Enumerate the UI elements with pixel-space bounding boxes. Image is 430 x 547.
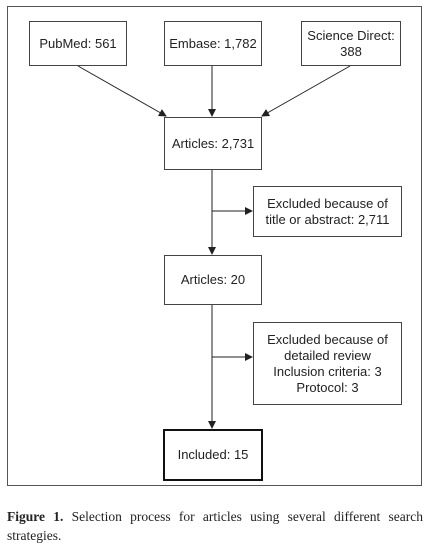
figure-frame — [7, 6, 422, 486]
included-box: Included: 15 — [163, 429, 263, 481]
arrow-pubmed-to-articles — [77, 65, 167, 117]
articles-initial-box: Articles: 2,731 — [164, 117, 262, 170]
excluded-title-abstract-label: Excluded because of title or abstract: 2… — [265, 195, 390, 227]
pubmed-box: PubMed: 561 — [29, 21, 127, 66]
articles-initial-label: Articles: 2,731 — [171, 135, 255, 151]
science-direct-label: Science Direct: 388 — [307, 27, 395, 59]
caption-text: Selection process for articles using sev… — [7, 509, 423, 543]
articles-after-box: Articles: 20 — [164, 255, 262, 305]
embase-box: Embase: 1,782 — [164, 21, 262, 66]
science-direct-box: Science Direct: 388 — [301, 21, 401, 66]
included-label: Included: 15 — [177, 447, 249, 462]
excluded-detailed-review-label: Excluded because of detailed review Incl… — [267, 331, 388, 395]
figure-caption: Figure 1. Selection process for articles… — [7, 507, 423, 545]
pubmed-label: PubMed: 561 — [39, 35, 117, 51]
articles-after-label: Articles: 20 — [180, 272, 246, 287]
arrow-sciencedirect-to-articles — [261, 65, 351, 117]
excluded-title-abstract-box: Excluded because of title or abstract: 2… — [253, 186, 402, 237]
caption-label: Figure 1. — [7, 509, 64, 524]
excluded-detailed-review-box: Excluded because of detailed review Incl… — [253, 322, 402, 405]
embase-label: Embase: 1,782 — [169, 35, 257, 51]
